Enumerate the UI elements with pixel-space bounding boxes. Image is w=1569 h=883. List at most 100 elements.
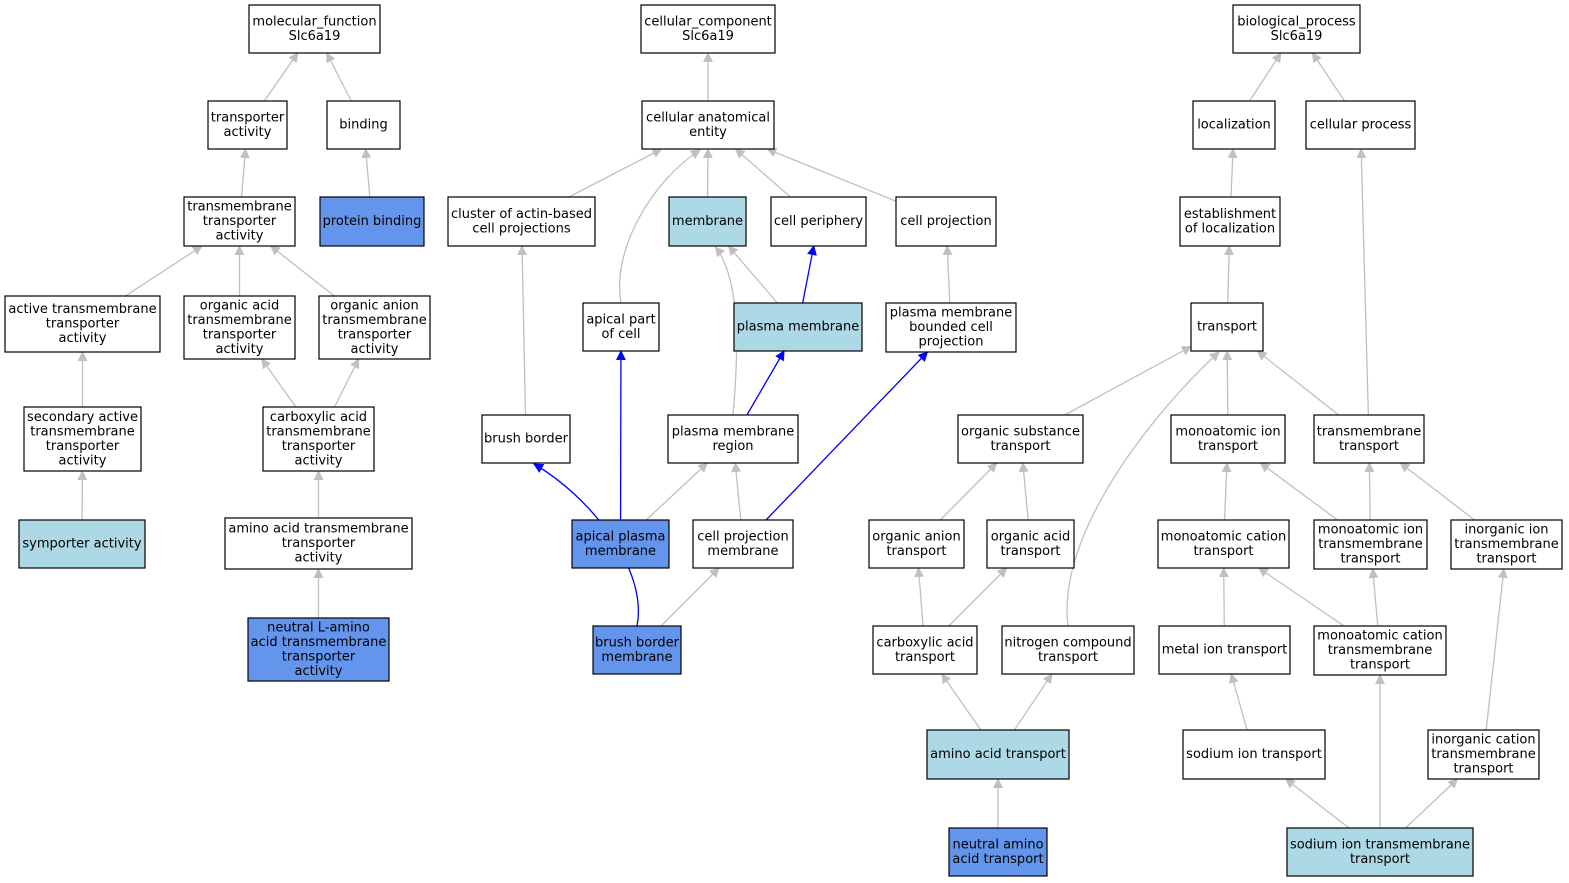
node-aat[interactable]: amino acid transport	[926, 729, 1070, 780]
node-label-line: transporter	[282, 536, 356, 551]
node-label-line: cell projection	[900, 214, 991, 229]
node-label-line: cluster of actin-based	[451, 207, 592, 222]
node-tr[interactable]: transport	[1190, 302, 1264, 352]
edge-sitt-to-sit	[1284, 778, 1350, 829]
node-mem[interactable]: membrane	[668, 196, 747, 247]
node-box	[224, 517, 413, 570]
node-box	[1182, 729, 1326, 780]
node-label-line: transporter	[282, 439, 356, 454]
node-label-line: activity	[351, 342, 399, 357]
node-oatta[interactable]: organic acidtransmembranetransporteracti…	[183, 295, 296, 360]
node-cproj[interactable]: cell projection	[895, 196, 997, 247]
node-satta[interactable]: secondary activetransmembranetransporter…	[23, 406, 142, 472]
node-mett[interactable]: metal ion transport	[1158, 625, 1291, 675]
node-label-line: inorganic ion	[1464, 523, 1548, 538]
node-sit[interactable]: sodium ion transport	[1182, 729, 1326, 780]
node-bb[interactable]: brush border	[481, 414, 571, 464]
edge-sitt-to-ictt	[1405, 778, 1459, 829]
node-label-line: transmembrane	[1454, 537, 1559, 552]
node-aatta[interactable]: amino acid transmembranetransporteractiv…	[224, 517, 413, 570]
node-box	[183, 295, 296, 360]
node-box	[1232, 4, 1361, 54]
edge-nct-to-tr	[1066, 351, 1220, 627]
node-label-line: transporter	[211, 110, 285, 125]
node-label-line: establishment	[1184, 207, 1276, 222]
node-label-line: biological_process	[1237, 14, 1356, 29]
node-label-line: binding	[339, 118, 387, 133]
node-label-line: activity	[295, 664, 343, 679]
node-box	[592, 625, 682, 675]
node-catta[interactable]: carboxylic acidtransmembranetransportera…	[262, 406, 375, 472]
node-label-line: transmembrane	[30, 424, 135, 439]
edge-mitt-to-mit	[1259, 462, 1338, 521]
edge-bb-to-cabcp	[517, 245, 528, 416]
node-box	[319, 196, 425, 247]
node-box	[1179, 196, 1281, 247]
node-pm[interactable]: plasma membrane	[733, 302, 863, 352]
node-label-line: activity	[216, 342, 264, 357]
edge-ictt-to-iitt	[1485, 568, 1508, 731]
edge-pmbcp-to-cproj	[942, 245, 953, 304]
edge-atta-to-tmta	[125, 245, 203, 297]
node-cper[interactable]: cell periphery	[770, 196, 867, 247]
node-label-line: apical plasma	[576, 529, 666, 544]
node-oantta[interactable]: organic aniontransmembranetransporteract…	[318, 295, 431, 360]
node-label-line: localization	[1197, 118, 1271, 133]
node-label-line: membrane	[707, 544, 778, 559]
node-cellp[interactable]: cellular process	[1305, 100, 1416, 150]
node-label-line: cell periphery	[774, 214, 864, 229]
node-box	[770, 196, 867, 247]
edge-iitt-to-tmt	[1399, 462, 1475, 521]
node-pb[interactable]: protein binding	[319, 196, 425, 247]
node-label-line: membrane	[585, 544, 656, 559]
node-label-line: projection	[919, 335, 984, 350]
node-loc[interactable]: localization	[1192, 100, 1276, 150]
node-label-line: sodium ion transport	[1186, 747, 1322, 762]
node-bind[interactable]: binding	[326, 100, 401, 150]
edge-cat-to-oant	[914, 567, 925, 627]
node-box	[326, 100, 401, 150]
node-box	[247, 617, 390, 682]
node-label-line: plasma membrane	[737, 320, 860, 335]
edge-mitt-to-tmt	[1364, 462, 1375, 521]
edge-mit-to-tr	[1222, 350, 1233, 416]
node-box	[262, 406, 375, 472]
node-label-line: neutral L-amino	[267, 620, 370, 635]
edge-pb-to-bind	[361, 148, 372, 198]
node-sym[interactable]: symporter activity	[18, 519, 146, 569]
node-box	[1190, 302, 1264, 352]
edge-catta-to-oatta	[261, 358, 297, 408]
node-label-line: monoatomic ion	[1318, 523, 1423, 538]
edge-tmta-to-ta	[239, 148, 250, 198]
